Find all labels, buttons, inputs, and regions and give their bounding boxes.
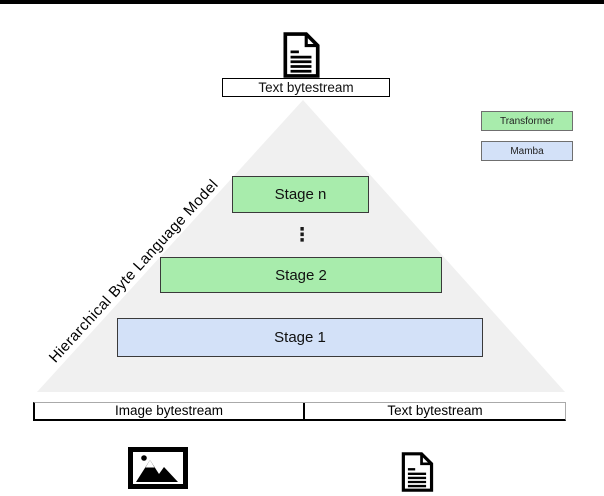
legend-mamba: Mamba bbox=[481, 141, 573, 161]
top-text-bytestream-label: Text bytestream bbox=[222, 78, 390, 97]
stage-ellipsis: ⋮ bbox=[292, 224, 312, 246]
stage-2-box: Stage 2 bbox=[160, 257, 442, 293]
figure-top-rule bbox=[0, 0, 604, 4]
image-icon bbox=[128, 447, 188, 489]
document-icon bbox=[401, 452, 434, 492]
stage-n-label: Stage n bbox=[274, 186, 327, 203]
text-bytestream-cell: Text bytestream bbox=[305, 403, 565, 419]
top-text-bytestream-text: Text bytestream bbox=[258, 79, 354, 95]
legend-transformer-label: Transformer bbox=[499, 115, 555, 127]
stage-1-label: Stage 1 bbox=[274, 329, 326, 346]
bottom-bytestream-bar: Image bytestream Text bytestream bbox=[33, 402, 566, 421]
legend-transformer: Transformer bbox=[481, 111, 573, 131]
image-bytestream-cell: Image bytestream bbox=[35, 403, 305, 419]
stage-n-box: Stage n bbox=[232, 176, 369, 213]
stage-1-box: Stage 1 bbox=[117, 318, 483, 357]
image-bytestream-label: Image bytestream bbox=[114, 403, 224, 419]
legend-mamba-label: Mamba bbox=[510, 145, 544, 157]
stage-2-label: Stage 2 bbox=[275, 266, 327, 284]
text-bytestream-label: Text bytestream bbox=[387, 403, 483, 419]
document-icon bbox=[283, 32, 320, 78]
